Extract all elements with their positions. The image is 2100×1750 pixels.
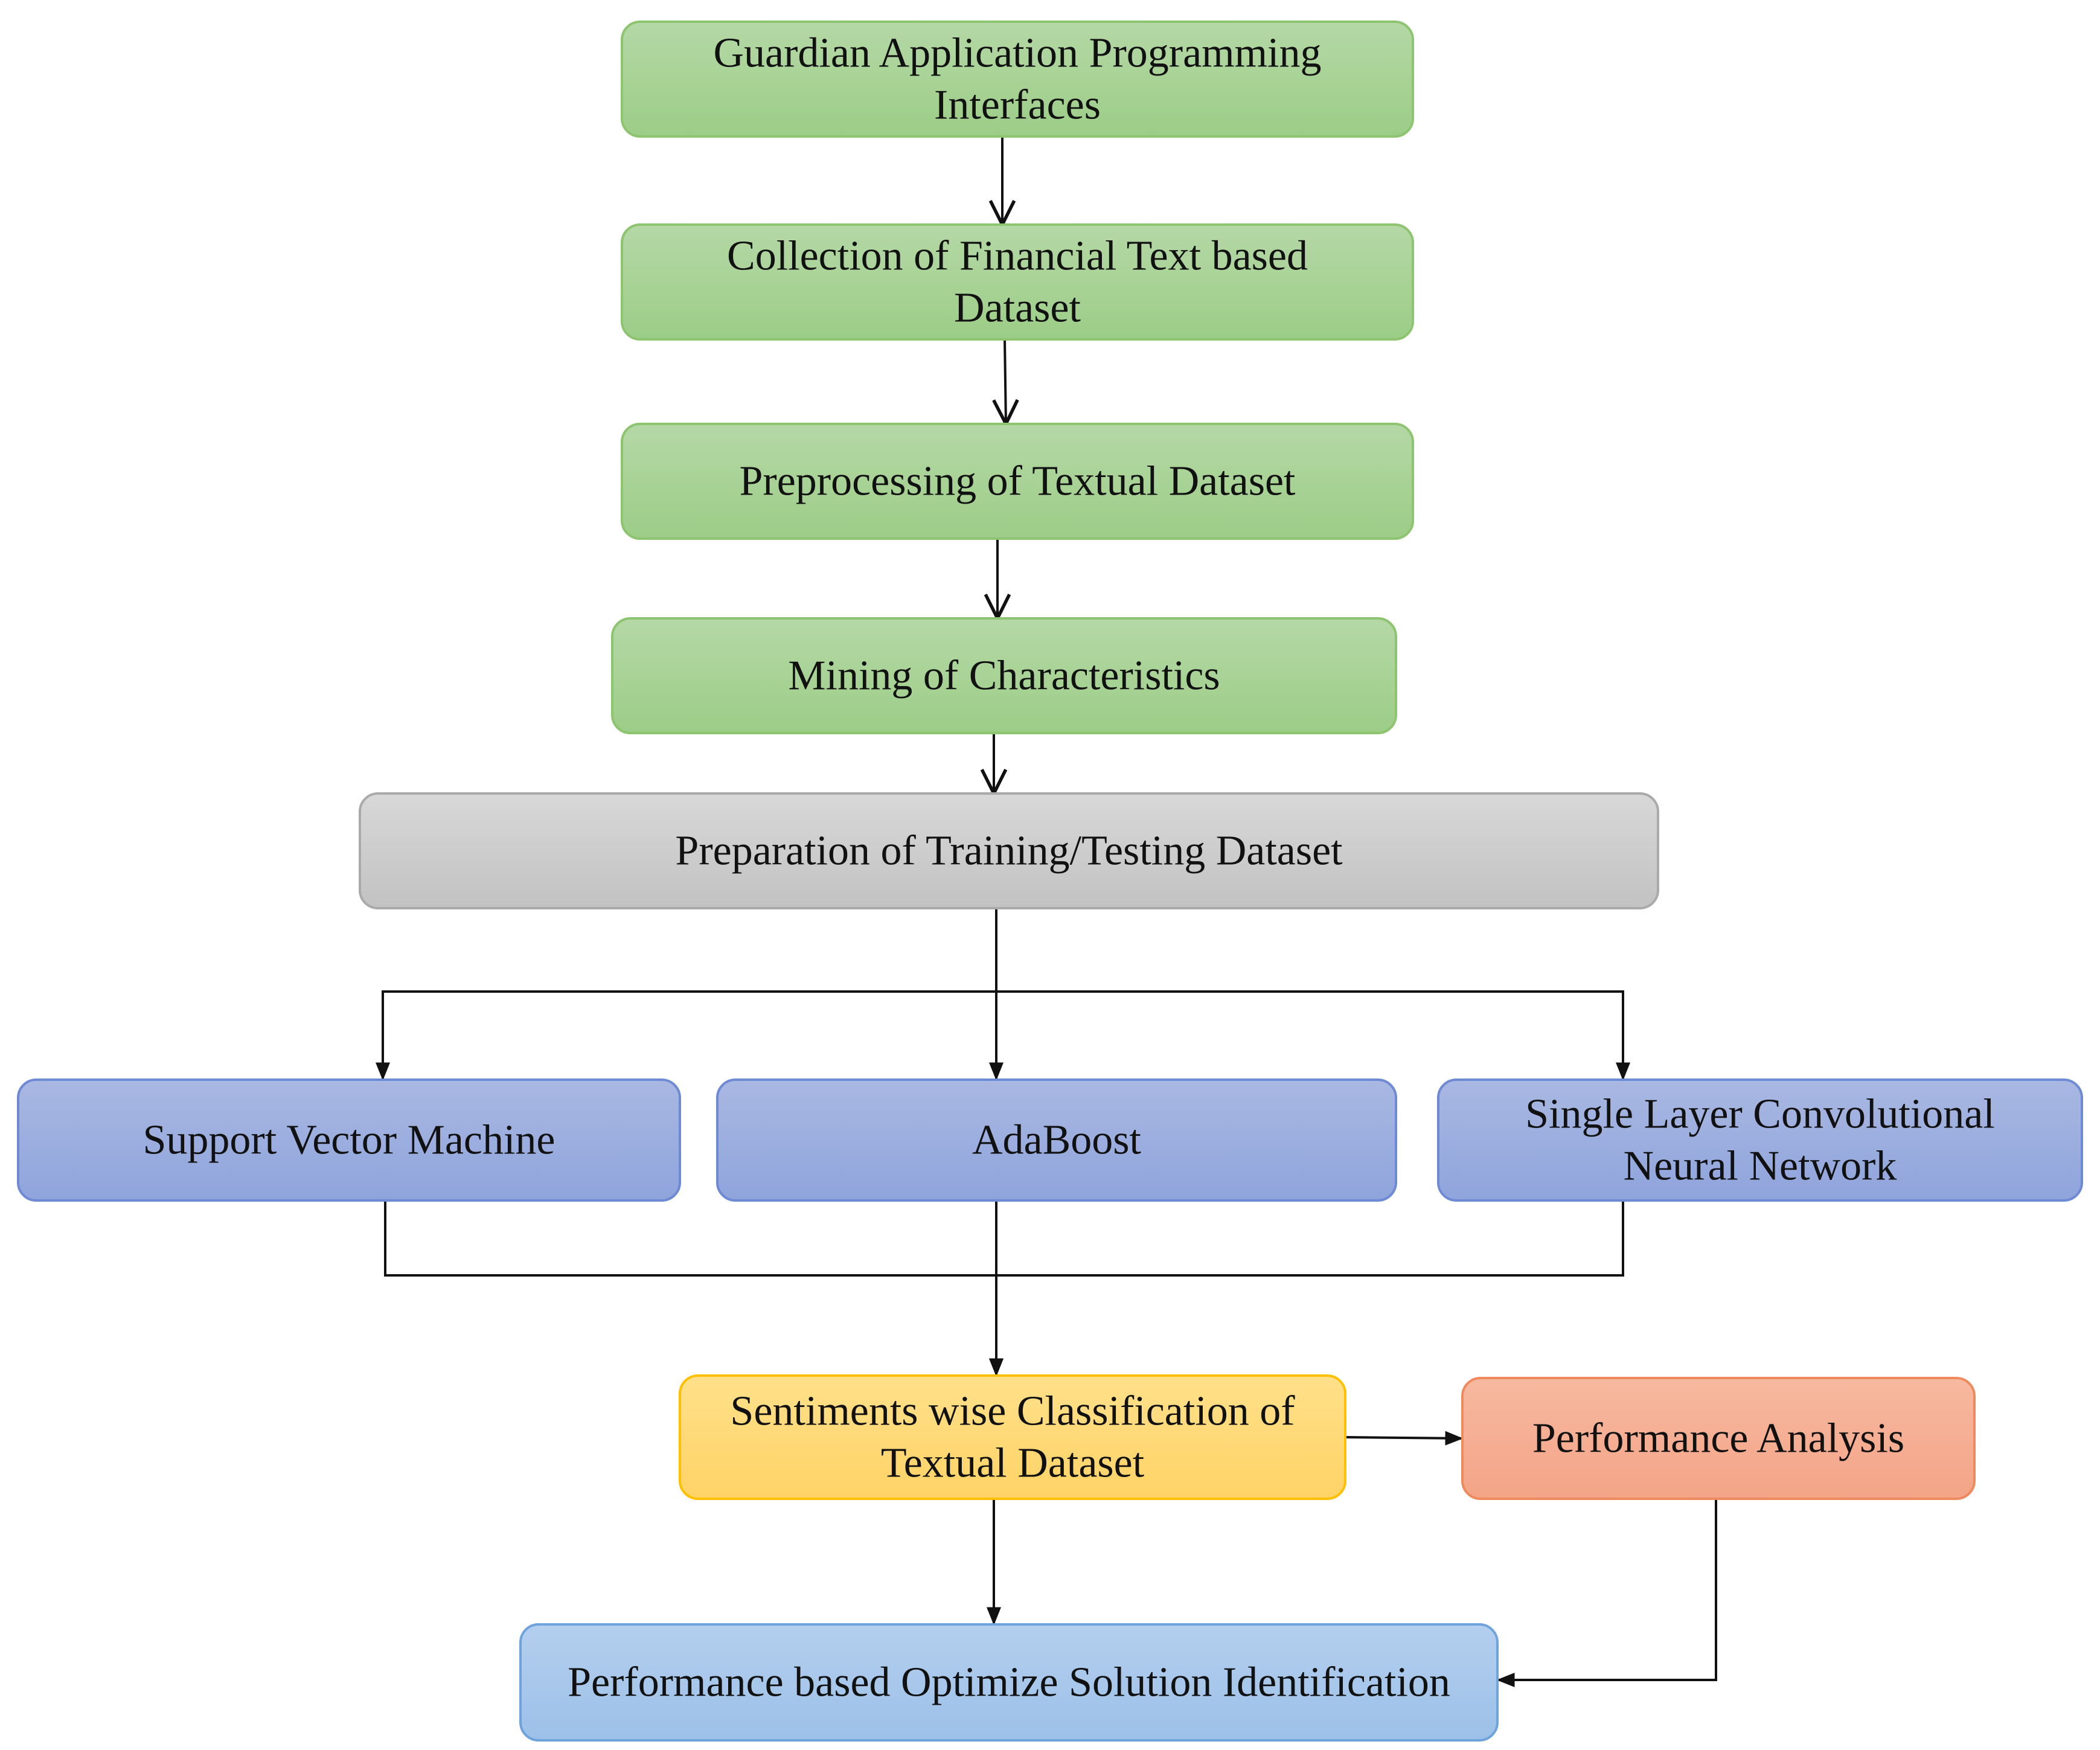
node-label-optimize-solution-line-1: Performance based Optimize Solution Iden… bbox=[568, 1659, 1450, 1706]
node-label-preprocessing-line-1: Preprocessing of Textual Dataset bbox=[739, 458, 1296, 505]
node-label-guardian-api-line-1: Guardian Application Programming bbox=[713, 30, 1321, 77]
node-box-guardian-api bbox=[621, 21, 1414, 138]
node-collection: Collection of Financial Text basedDatase… bbox=[621, 223, 1414, 341]
node-svm: Support Vector Machine bbox=[17, 1079, 681, 1202]
node-label-guardian-api-line-2: Interfaces bbox=[934, 82, 1101, 129]
node-box-mining bbox=[611, 617, 1397, 734]
edge-slcnn-to-sentiment-classification bbox=[989, 1200, 1624, 1377]
edge-performance-analysis-to-optimize-solution bbox=[1496, 1499, 1717, 1687]
node-mining: Mining of Characteristics bbox=[611, 617, 1397, 734]
node-preparation: Preparation of Training/Testing Dataset bbox=[359, 792, 1659, 909]
node-label-preparation-line-1: Preparation of Training/Testing Dataset bbox=[675, 828, 1343, 874]
node-label-mining-line-1: Mining of Characteristics bbox=[788, 653, 1220, 699]
node-preprocessing: Preprocessing of Textual Dataset bbox=[621, 423, 1414, 540]
node-label-slcnn-line-1: Single Layer Convolutional bbox=[1525, 1091, 1995, 1138]
edge-collection-to-preprocessing bbox=[1005, 339, 1006, 424]
node-box-collection bbox=[621, 223, 1414, 341]
node-performance-analysis: Performance Analysis bbox=[1461, 1377, 1976, 1500]
node-box-preprocessing bbox=[621, 423, 1414, 540]
edge-preparation-to-svm bbox=[376, 908, 997, 1081]
node-box-optimize-solution bbox=[519, 1623, 1499, 1742]
flowchart-nodes: Guardian Application ProgrammingInterfac… bbox=[17, 21, 2083, 1742]
node-sentiment-classification: Sentiments wise Classification of Textual… bbox=[679, 1374, 1346, 1500]
node-adaboost: AdaBoost bbox=[716, 1079, 1397, 1202]
node-box-sentiment-classification bbox=[679, 1374, 1346, 1500]
node-box-adaboost bbox=[716, 1079, 1397, 1202]
node-label-adaboost-line-1: AdaBoost bbox=[972, 1117, 1142, 1164]
node-label-sentiment-classification-line-2: Textual Dataset bbox=[881, 1440, 1145, 1487]
node-box-preparation bbox=[359, 792, 1659, 909]
node-label-slcnn-line-2: Neural Network bbox=[1624, 1143, 1897, 1190]
node-guardian-api: Guardian Application ProgrammingInterfac… bbox=[621, 21, 1414, 138]
node-box-slcnn bbox=[1437, 1079, 2083, 1202]
node-box-svm bbox=[17, 1079, 681, 1202]
edge-preparation-to-slcnn bbox=[995, 908, 1630, 1081]
node-label-sentiment-classification-line-1: Sentiments wise Classification of bbox=[730, 1388, 1295, 1435]
flowchart-edges bbox=[376, 136, 1717, 1687]
node-label-performance-analysis-line-1: Performance Analysis bbox=[1532, 1415, 1904, 1462]
edge-svm-to-sentiment-classification bbox=[384, 1200, 1004, 1377]
edge-sentiment-classification-to-performance-analysis bbox=[1345, 1431, 1464, 1446]
node-optimize-solution: Performance based Optimize Solution Iden… bbox=[519, 1623, 1499, 1742]
node-label-collection-line-1: Collection of Financial Text based bbox=[727, 233, 1308, 280]
node-label-svm-line-1: Support Vector Machine bbox=[142, 1117, 555, 1164]
node-box-performance-analysis bbox=[1461, 1377, 1976, 1500]
node-label-collection-line-2: Dataset bbox=[954, 285, 1081, 332]
